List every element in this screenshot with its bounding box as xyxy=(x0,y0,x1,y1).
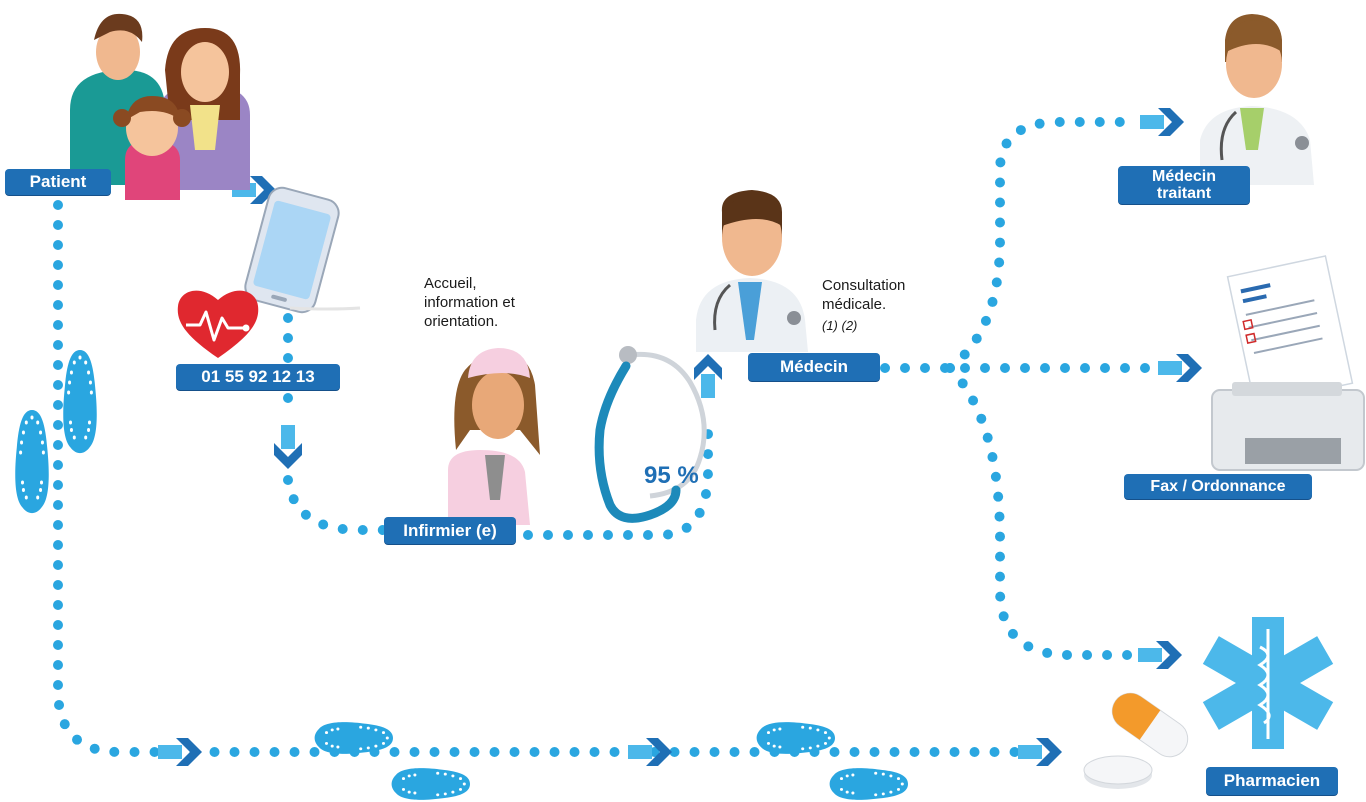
doctor-icon xyxy=(696,190,808,352)
path-nurse-to-doctor xyxy=(523,415,713,540)
pills-icon xyxy=(1083,692,1189,789)
gp-badge-line1: Médecin xyxy=(1151,168,1216,185)
patient-badge: Patient xyxy=(5,169,111,195)
gp-badge-line2: traitant xyxy=(1156,185,1212,202)
fax-prescription-icon xyxy=(1211,255,1365,471)
path-doctor-to-pharmacy xyxy=(945,363,1135,660)
path-to-nurse-badge xyxy=(283,475,395,535)
smartphone-icon xyxy=(244,186,340,314)
measurement-value: 95 % xyxy=(644,462,699,489)
doctor-badge: Médecin xyxy=(748,353,880,381)
pharmacist-badge: Pharmacien xyxy=(1206,767,1338,795)
heart-pulse-icon xyxy=(177,290,259,358)
nurse-icon xyxy=(448,348,540,525)
nurse-badge: Infirmier (e) xyxy=(384,517,516,544)
doctor-note-refs: (1) (2) xyxy=(822,318,858,333)
fax-badge: Fax / Ordonnance xyxy=(1124,474,1312,499)
family-icon xyxy=(70,13,250,200)
doctor-note: Consultation médicale. xyxy=(822,277,906,313)
path-doctor-to-gp xyxy=(945,117,1125,373)
nurse-note: Accueil, information et orientation. xyxy=(424,275,515,330)
path-patient-to-pharmacy xyxy=(53,200,1055,757)
general-practitioner-icon xyxy=(1200,14,1314,185)
star-of-life-icon xyxy=(1202,617,1334,749)
gp-badge: Médecin traitant xyxy=(1118,166,1250,204)
phone-number-badge: 01 55 92 12 13 xyxy=(176,364,340,390)
stethoscope-icon xyxy=(594,346,707,523)
